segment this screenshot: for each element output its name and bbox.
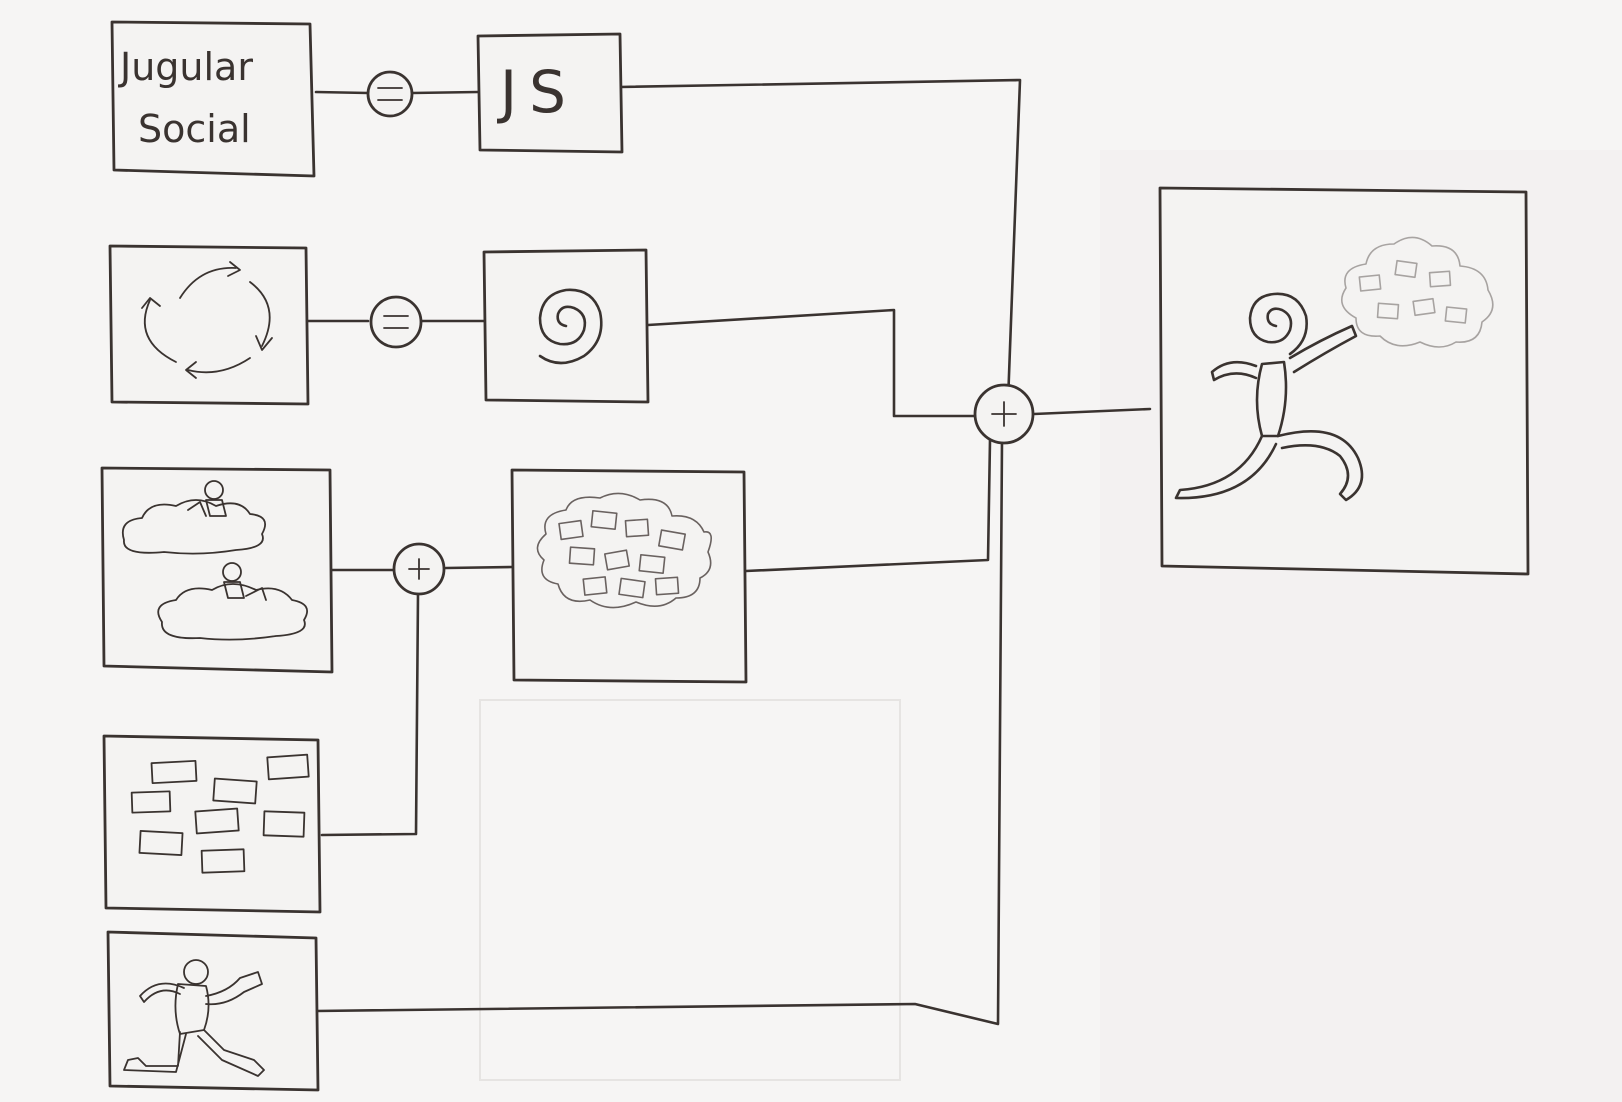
social-label: Social bbox=[138, 107, 251, 151]
spiral-icon bbox=[538, 288, 603, 365]
cloud-person-icon-1 bbox=[121, 480, 266, 555]
cloud-mesh-icon bbox=[536, 492, 712, 609]
clouds-box bbox=[100, 466, 334, 674]
plus-operator-big bbox=[973, 383, 1035, 445]
sticky-notes-icon bbox=[130, 753, 310, 874]
result-box bbox=[1158, 186, 1530, 576]
jugular-label: Jugular bbox=[118, 45, 253, 89]
equals-operator-2 bbox=[369, 295, 423, 349]
cloud-mesh-box bbox=[510, 468, 748, 684]
cycle-box bbox=[108, 244, 310, 406]
js-box: JS bbox=[476, 32, 624, 154]
notes-box bbox=[102, 734, 322, 914]
jugular-social-box: Jugular Social bbox=[110, 20, 316, 178]
cycle-arrows-icon bbox=[141, 261, 273, 379]
js-label: JS bbox=[497, 58, 578, 126]
runner-box bbox=[106, 930, 320, 1092]
plus-operator-small bbox=[392, 542, 446, 596]
spiral-box bbox=[482, 248, 650, 404]
cloud-person-icon-2 bbox=[157, 562, 308, 641]
equals-operator-1 bbox=[366, 70, 414, 118]
connector-lines bbox=[304, 78, 1152, 1026]
runner-figure-icon bbox=[123, 959, 265, 1077]
combined-runner-icon bbox=[1174, 236, 1494, 502]
